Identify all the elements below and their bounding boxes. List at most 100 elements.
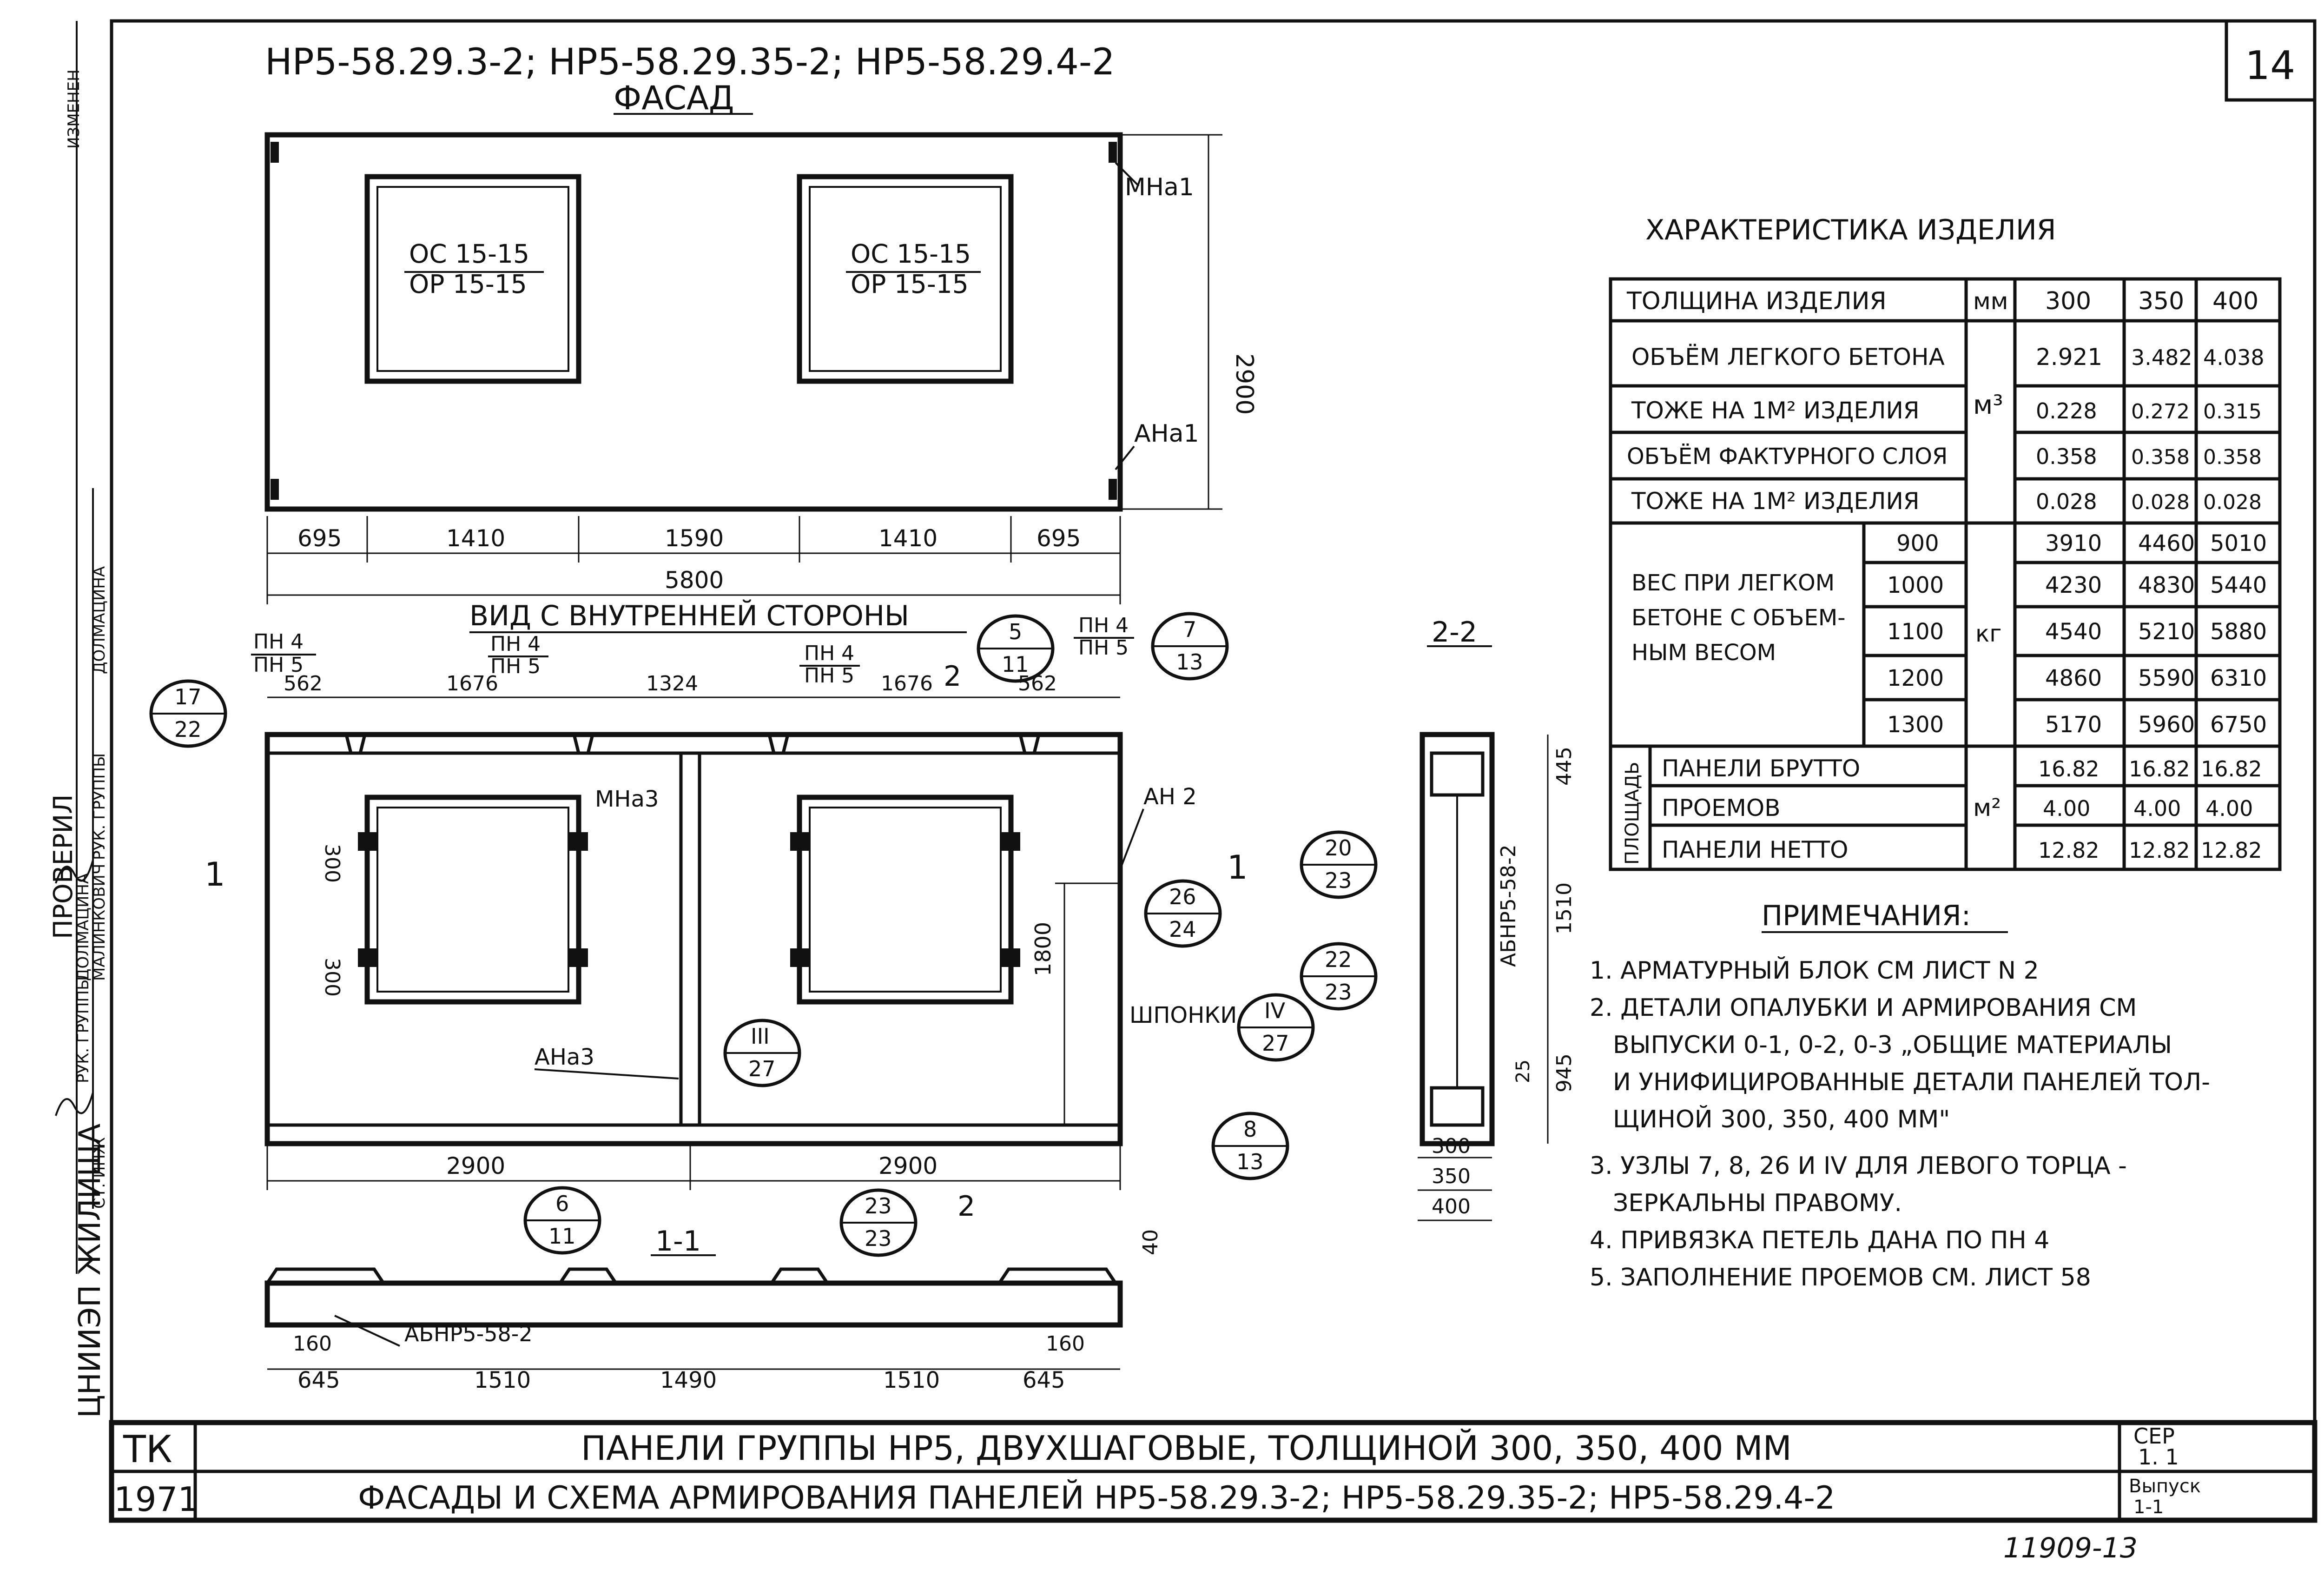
facade-window-left — [364, 174, 581, 384]
area-2-v1: 4.00 — [2043, 796, 2090, 821]
section-mark-2-top: 2 — [944, 660, 961, 693]
w3-v3: 5880 — [2210, 619, 2267, 645]
svg-text:13: 13 — [1236, 1149, 1264, 1174]
stamp-org: ЦНИИЭП ЖИЛИЩА — [73, 1123, 107, 1418]
characteristics: ХАРАКТЕРИСТИКА ИЗДЕЛИЯ Т — [1609, 214, 2282, 871]
section-2-2-thick-350: 350 — [1432, 1165, 1471, 1188]
note-5: 5. ЗАПОЛНЕНИЕ ПРОЕМОВ СМ. ЛИСТ 58 — [1590, 1264, 2091, 1291]
issue-value: 1-1 — [2133, 1497, 2164, 1518]
section-1-1-dim-3: 1490 — [660, 1367, 717, 1393]
row-4-v3: 0.028 — [2203, 490, 2262, 514]
area-1-label: ПАНЕЛИ БРУТТО — [1662, 755, 1860, 782]
unit-m2: м² — [1973, 794, 2001, 822]
sheet-number-box — [2225, 19, 2317, 102]
svg-text:23: 23 — [865, 1226, 892, 1251]
facade-window-right-label-bottom: ОР 15-15 — [851, 269, 969, 299]
note-2-cont-2: И УНИФИЦИРОВАННЫЕ ДЕТАЛИ ПАНЕЛЕЙ ТОЛ- — [1613, 1068, 2210, 1096]
facade-dim-2: 1410 — [446, 525, 505, 552]
stamp-role-2: РУК. ГРУППЫ — [74, 976, 92, 1083]
facade-view: ОС 15-15 ОР 15-15 ОС 15-15 ОР 15-15 МНа1… — [264, 132, 1258, 604]
callout-6-11: 6 11 — [523, 1186, 601, 1255]
section-2-2-thick-300: 300 — [1432, 1134, 1471, 1158]
callout-iv-27: IV 27 — [1237, 993, 1315, 1062]
svg-text:23: 23 — [865, 1193, 892, 1218]
callout-17-22: 17 22 — [149, 679, 227, 748]
section-1-1-small-2: 160 — [1046, 1332, 1085, 1356]
facade-window-left-label-top: ОС 15-15 — [409, 239, 529, 269]
inner-view-title: ВИД С ВНУТРЕННЕЙ СТОРОНЫ — [469, 599, 909, 632]
note-1: 1. АРМАТУРНЫЙ БЛОК СМ ЛИСТ N 2 — [1590, 956, 2039, 985]
notes-title: ПРИМЕЧАНИЯ: — [1762, 900, 1971, 932]
loop-label-pn4-3: ПН 4 — [804, 642, 854, 665]
section-2-2-dim-445: 445 — [1552, 747, 1576, 786]
loop-label-pn5-4: ПН 5 — [1078, 636, 1129, 660]
row-2-label: ТОЖЕ НА 1М² ИЗДЕЛИЯ — [1631, 397, 1920, 424]
thickness-label: ТОЛЩИНА ИЗДЕЛИЯ — [1626, 287, 1887, 315]
area-1-v2: 16.82 — [2129, 756, 2190, 781]
w1-density: 900 — [1896, 530, 1939, 556]
section-2-2-dim-25: 25 — [1512, 1059, 1534, 1083]
inner-window-right — [797, 795, 1014, 1005]
inner-bottom-dim-1: 2900 — [446, 1152, 505, 1179]
inner-top-dim-3: 1324 — [646, 672, 698, 695]
section-2-2-dim-945: 945 — [1552, 1053, 1576, 1093]
area-3-v1: 12.82 — [2038, 838, 2100, 863]
stamp-signature — [55, 860, 94, 1116]
stamp-corner: ИЗМЕНЕН — [65, 69, 83, 149]
callout-8-13: 8 13 — [1211, 1112, 1289, 1180]
callout-22-23: 22 23 — [1300, 942, 1378, 1011]
sheet-number: 14 — [2245, 43, 2295, 89]
svg-text:23: 23 — [1325, 980, 1352, 1005]
weight-label: ВЕС ПРИ ЛЕГКОМ БЕТОНЕ С ОБЪЕМ- НЫМ ВЕСОМ — [1631, 570, 1853, 666]
w4-v2: 5590 — [2138, 665, 2195, 691]
callout-20-23: 20 23 — [1300, 830, 1378, 899]
section-2-2-block: АБНР5-58-2 — [1497, 844, 1520, 967]
inner-bottom-dim-2: 2900 — [878, 1152, 938, 1179]
stamp-name-2: МАЛИНКОВИЧ — [90, 864, 109, 981]
row-2-v2: 0.272 — [2131, 400, 2190, 424]
w3-v1: 4540 — [2045, 619, 2102, 645]
area-3-label: ПАНЕЛИ НЕТТО — [1662, 836, 1849, 863]
w5-v3: 6750 — [2210, 712, 2267, 738]
loop-label-pn4-1: ПН 4 — [253, 630, 304, 654]
w4-density: 1200 — [1887, 665, 1944, 691]
area-2-v2: 4.00 — [2133, 796, 2181, 821]
area-3-v3: 12.82 — [2201, 838, 2262, 863]
section-2-2-title: 2-2 — [1432, 616, 1477, 649]
area-2-label: ПРОЕМОВ — [1662, 795, 1781, 821]
w2-v3: 5440 — [2210, 572, 2267, 598]
inner-window-left — [364, 795, 581, 1005]
dim-300-bottom: 300 — [320, 958, 344, 997]
w1-v3: 5010 — [2210, 530, 2267, 556]
loop-label-pn4-4: ПН 4 — [1078, 614, 1129, 637]
svg-text:6: 6 — [555, 1191, 569, 1216]
row-1-v2: 3.482 — [2131, 345, 2192, 370]
inner-panel — [264, 732, 1123, 1146]
title-line-2: ФАСАДЫ И СХЕМА АРМИРОВАНИЯ ПАНЕЛЕЙ НР5-5… — [358, 1479, 1835, 1516]
w1-v1: 3910 — [2045, 530, 2102, 556]
row-2-v3: 0.315 — [2203, 400, 2262, 424]
marks-header: НР5-58.29.3-2; НР5-58.29.35-2; НР5-58.29… — [265, 41, 1115, 83]
area-label: ПЛОЩАДЬ — [1622, 762, 1643, 865]
callout-ana1: АНа1 — [1134, 420, 1199, 448]
drawing-number: 11909-13 — [2003, 1532, 2138, 1564]
svg-text:22: 22 — [174, 717, 202, 742]
row-2-v1: 0.228 — [2036, 398, 2097, 424]
section-2-2-profile — [1419, 732, 1495, 1146]
facade-window-right — [797, 174, 1014, 384]
title-line-1: ПАНЕЛИ ГРУППЫ НР5, ДВУХШАГОВЫЕ, ТОЛЩИНОЙ… — [581, 1429, 1792, 1468]
row-3-label: ОБЪЁМ ФАКТУРНОГО СЛОЯ — [1627, 444, 1948, 470]
svg-text:27: 27 — [1262, 1031, 1289, 1056]
callout-an2: АН 2 — [1143, 784, 1197, 810]
row-1-v3: 4.038 — [2203, 345, 2265, 370]
svg-text:20: 20 — [1325, 835, 1352, 861]
section-1-1: 1-1 АБНР5-58-2 40 160 160 645 1510 1490 … — [264, 1225, 1162, 1393]
w2-v1: 4230 — [2045, 572, 2102, 598]
w5-density: 1300 — [1887, 712, 1944, 738]
facade-title: ФАСАД — [614, 79, 734, 117]
row-1-v1: 2.921 — [2036, 344, 2102, 371]
title-year: 1971 — [114, 1480, 199, 1519]
note-3-cont: ЗЕРКАЛЬНЫ ПРАВОМУ. — [1613, 1189, 1902, 1217]
svg-text:17: 17 — [174, 684, 202, 709]
loop-label-pn5-3: ПН 5 — [804, 664, 854, 688]
